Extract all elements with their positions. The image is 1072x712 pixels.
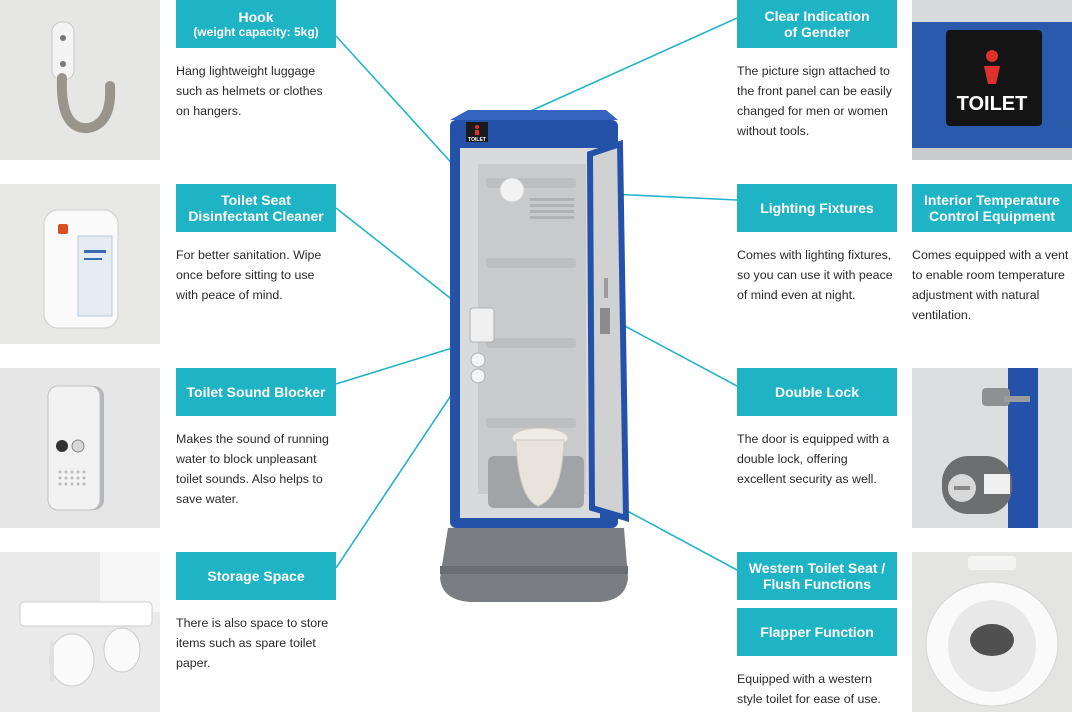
temperature-title: Interior Temperature Control Equipment bbox=[924, 192, 1060, 224]
lighting-title: Lighting Fixtures bbox=[760, 200, 874, 216]
western-toilet-title: Western Toilet Seat / Flush Functions bbox=[748, 560, 886, 592]
sound-blocker-title: Toilet Sound Blocker bbox=[186, 384, 326, 400]
flapper-tag: Flapper Function bbox=[737, 608, 897, 656]
gender-photo: TOILET bbox=[912, 0, 1072, 160]
dispenser-icon bbox=[0, 184, 160, 344]
western-toilet-photo bbox=[912, 552, 1072, 712]
portable-toilet-booth-illustration: TOILET bbox=[440, 110, 630, 602]
flapper-title: Flapper Function bbox=[760, 624, 874, 640]
paper-holder-icon bbox=[0, 552, 160, 712]
lock-description: The door is equipped with a double lock,… bbox=[737, 432, 890, 486]
lighting-description: Comes with lighting fixtures, so you can… bbox=[737, 248, 893, 302]
storage-photo bbox=[0, 552, 160, 712]
speaker-icon bbox=[0, 368, 160, 528]
toilet-sign-icon: TOILET bbox=[912, 0, 1072, 160]
hook-tag: Hook (weight capacity: 5kg) bbox=[176, 0, 336, 48]
seat-cleaner-tag: Toilet Seat Disinfectant Cleaner bbox=[176, 184, 336, 232]
storage-title: Storage Space bbox=[207, 568, 305, 584]
lock-icon bbox=[912, 368, 1072, 528]
sound-blocker-tag: Toilet Sound Blocker bbox=[176, 368, 336, 416]
seat-cleaner-title: Toilet Seat Disinfectant Cleaner bbox=[188, 192, 324, 224]
booth-sign-text: TOILET bbox=[468, 137, 486, 143]
hook-photo bbox=[0, 0, 160, 160]
lock-tag: Double Lock bbox=[737, 368, 897, 416]
lock-photo bbox=[912, 368, 1072, 528]
hook-title: Hook bbox=[238, 9, 274, 25]
sound-blocker-photo bbox=[0, 368, 160, 528]
toilet-sign-text: TOILET bbox=[957, 93, 1028, 115]
sound-blocker-description: Makes the sound of running water to bloc… bbox=[176, 432, 329, 506]
seat-cleaner-photo bbox=[0, 184, 160, 344]
toilet-bowl-icon bbox=[912, 552, 1072, 712]
western-toilet-tag: Western Toilet Seat / Flush Functions bbox=[737, 552, 897, 600]
gender-title: Clear Indication of Gender bbox=[764, 8, 870, 40]
lock-title: Double Lock bbox=[774, 384, 859, 400]
gender-tag: Clear Indication of Gender bbox=[737, 0, 897, 48]
lighting-tag: Lighting Fixtures bbox=[737, 184, 897, 232]
storage-description: There is also space to store items such … bbox=[176, 616, 329, 670]
temperature-tag: Interior Temperature Control Equipment bbox=[912, 184, 1072, 232]
temperature-description: Comes equipped with a vent to enable roo… bbox=[912, 248, 1069, 322]
storage-tag: Storage Space bbox=[176, 552, 336, 600]
hook-description: Hang lightweight luggage such as helmets… bbox=[176, 64, 323, 118]
hook-icon bbox=[0, 0, 160, 160]
gender-description: The picture sign attached to the front p… bbox=[737, 64, 892, 138]
hook-subtitle: (weight capacity: 5kg) bbox=[193, 25, 319, 39]
flapper-description: Equipped with a western style toilet for… bbox=[737, 672, 881, 706]
seat-cleaner-description: For better sanitation. Wipe once before … bbox=[176, 248, 322, 302]
